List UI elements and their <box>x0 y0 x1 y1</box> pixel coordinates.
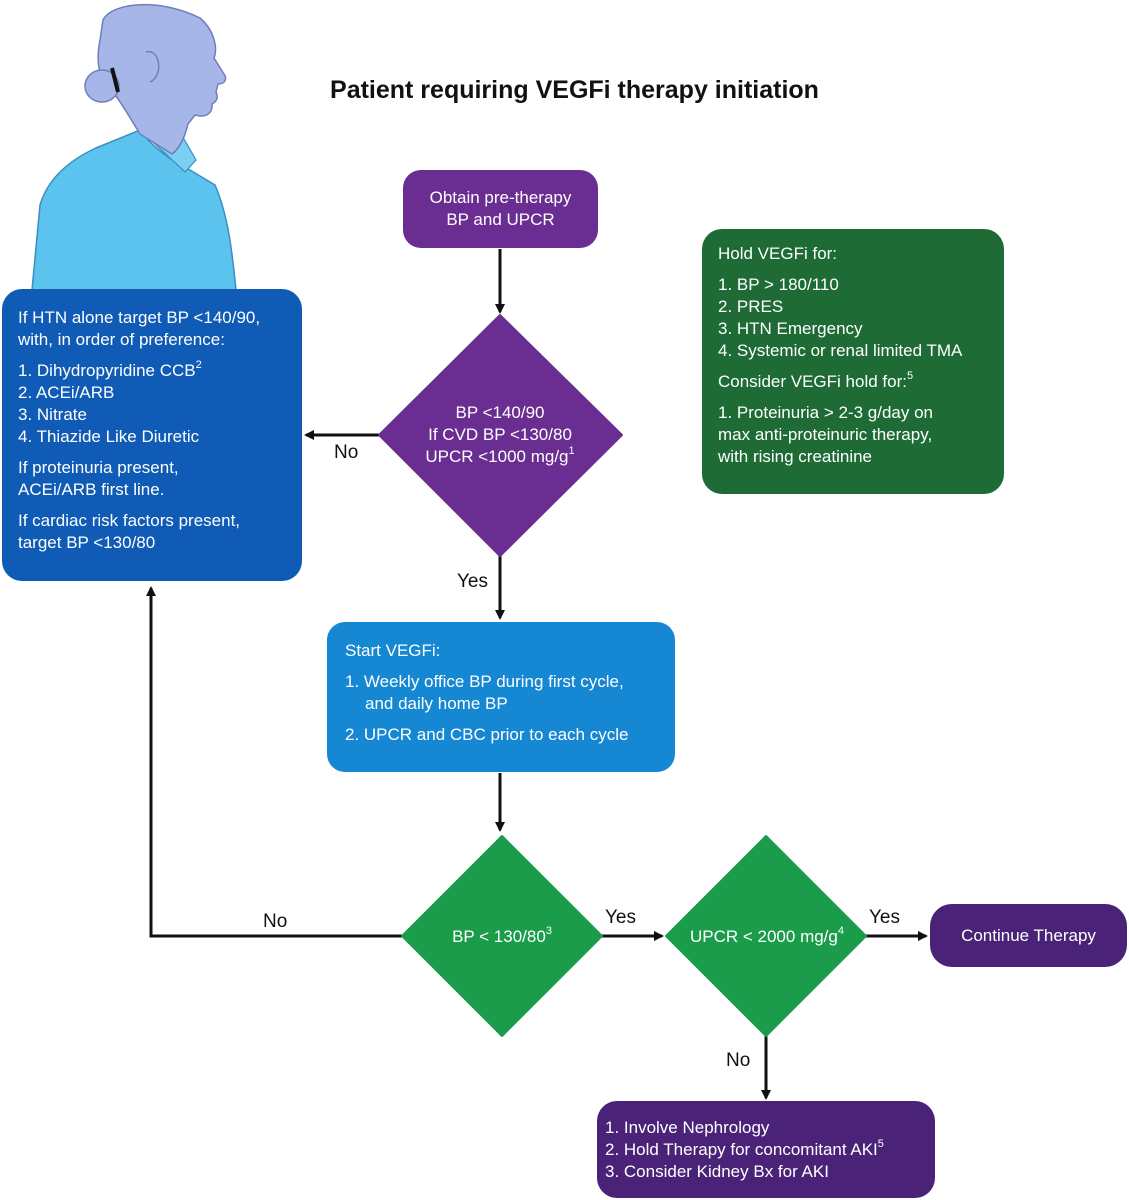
consider-item-line3: with rising creatinine <box>718 447 873 466</box>
start-item1-line2: and daily home BP <box>365 694 508 713</box>
htn-item-3: 3. Nitrate <box>18 405 87 424</box>
neph-item-2: 2. Hold Therapy for concomitant AKI <box>605 1140 878 1159</box>
htn-item-1: 1. Dihydropyridine CCB <box>18 361 196 380</box>
decision-upcr-2000-text: UPCR < 2000 mg/g4 <box>672 926 862 948</box>
footnote-4: 4 <box>837 925 844 938</box>
decision1-line2: If CVD BP <130/80 <box>428 425 572 444</box>
neph-item-1: 1. Involve Nephrology <box>605 1118 770 1137</box>
edge-label-d3-yes: Yes <box>869 907 900 928</box>
consider-item-line1: 1. Proteinuria > 2-3 g/day on <box>718 403 933 422</box>
hold-item-1: 1. BP > 180/110 <box>718 275 839 294</box>
hold-item-2: 2. PRES <box>718 297 784 316</box>
figure-ear <box>145 51 160 83</box>
hold-vegfi-box: Hold VEGFi for: 1. BP > 180/110 2. PRES … <box>702 229 1004 494</box>
decision3-label: UPCR < 2000 mg/g <box>689 927 838 946</box>
decision1-line1: BP <140/90 <box>455 403 545 422</box>
start-item1-line1: 1. Weekly office BP during first cycle, <box>345 672 624 691</box>
decision2-label: BP < 130/80 <box>452 927 546 946</box>
htn-cardiac-line2: target BP <130/80 <box>18 533 156 552</box>
htn-cardiac-line1: If cardiac risk factors present, <box>18 511 241 530</box>
htn-proteinuria-line1: If proteinuria present, <box>18 458 179 477</box>
edge-label-d2-yes: Yes <box>605 907 636 928</box>
edge-label-d3-no: No <box>726 1050 751 1071</box>
consider-item-line2: max anti-proteinuric therapy, <box>718 425 933 444</box>
patient-figure-icon <box>31 3 237 291</box>
decision-bp-130-diamond <box>401 835 603 1037</box>
start-heading: Start VEGFi: <box>345 641 441 660</box>
footnote-5b: 5 <box>877 1138 884 1151</box>
obtain-line1: Obtain pre-therapy <box>429 188 572 207</box>
page-title: Patient requiring VEGFi therapy initiati… <box>330 76 819 104</box>
htn-item-2: 2. ACEi/ARB <box>18 383 115 402</box>
decision-bp-upcr-text: BP <140/90 If CVD BP <130/80 UPCR <1000 … <box>390 402 610 468</box>
decision-bp-130-text: BP < 130/803 <box>422 926 582 948</box>
figure-hair-tie <box>110 67 120 93</box>
obtain-pretherapy-box: Obtain pre-therapy BP and UPCR <box>403 170 598 248</box>
htn-item-4: 4. Thiazide Like Diuretic <box>18 427 200 446</box>
edge-label-d1-no: No <box>334 442 359 463</box>
start-vegfi-box: Start VEGFi: 1. Weekly office BP during … <box>327 622 675 772</box>
footnote-5: 5 <box>906 370 914 383</box>
figure-bun <box>84 69 120 103</box>
htn-proteinuria-line2: ACEi/ARB first line. <box>18 480 165 499</box>
start-item2: 2. UPCR and CBC prior to each cycle <box>345 725 629 744</box>
hold-item-3: 3. HTN Emergency <box>718 319 863 338</box>
hold-item-4: 4. Systemic or renal limited TMA <box>718 341 963 360</box>
hold-heading: Hold VEGFi for: <box>718 244 838 263</box>
continue-therapy-label: Continue Therapy <box>961 925 1096 945</box>
htn-intro-line1: If HTN alone target BP <140/90, <box>18 308 261 327</box>
edge-label-d2-no: No <box>263 911 288 932</box>
footnote-2: 2 <box>195 359 202 372</box>
obtain-line2: BP and UPCR <box>446 210 555 229</box>
footnote-1: 1 <box>568 445 575 458</box>
footnote-3: 3 <box>545 925 552 938</box>
neph-item-3: 3. Consider Kidney Bx for AKI <box>605 1162 829 1181</box>
figure-head <box>97 3 227 155</box>
consider-hold-heading: Consider VEGFi hold for: <box>718 372 907 391</box>
continue-therapy-box: Continue Therapy <box>930 904 1127 967</box>
edge-label-d1-yes: Yes <box>457 571 488 592</box>
decision-bp-upcr-diamond <box>378 314 623 557</box>
decision-upcr-2000-diamond <box>665 835 867 1037</box>
htn-management-box: If HTN alone target BP <140/90, with, in… <box>2 289 302 581</box>
decision1-line3: UPCR <1000 mg/g <box>425 447 569 466</box>
figure-shirt <box>31 129 237 291</box>
nephrology-box: 1. Involve Nephrology 2. Hold Therapy fo… <box>597 1101 935 1198</box>
htn-intro-line2: with, in order of preference: <box>18 330 225 349</box>
